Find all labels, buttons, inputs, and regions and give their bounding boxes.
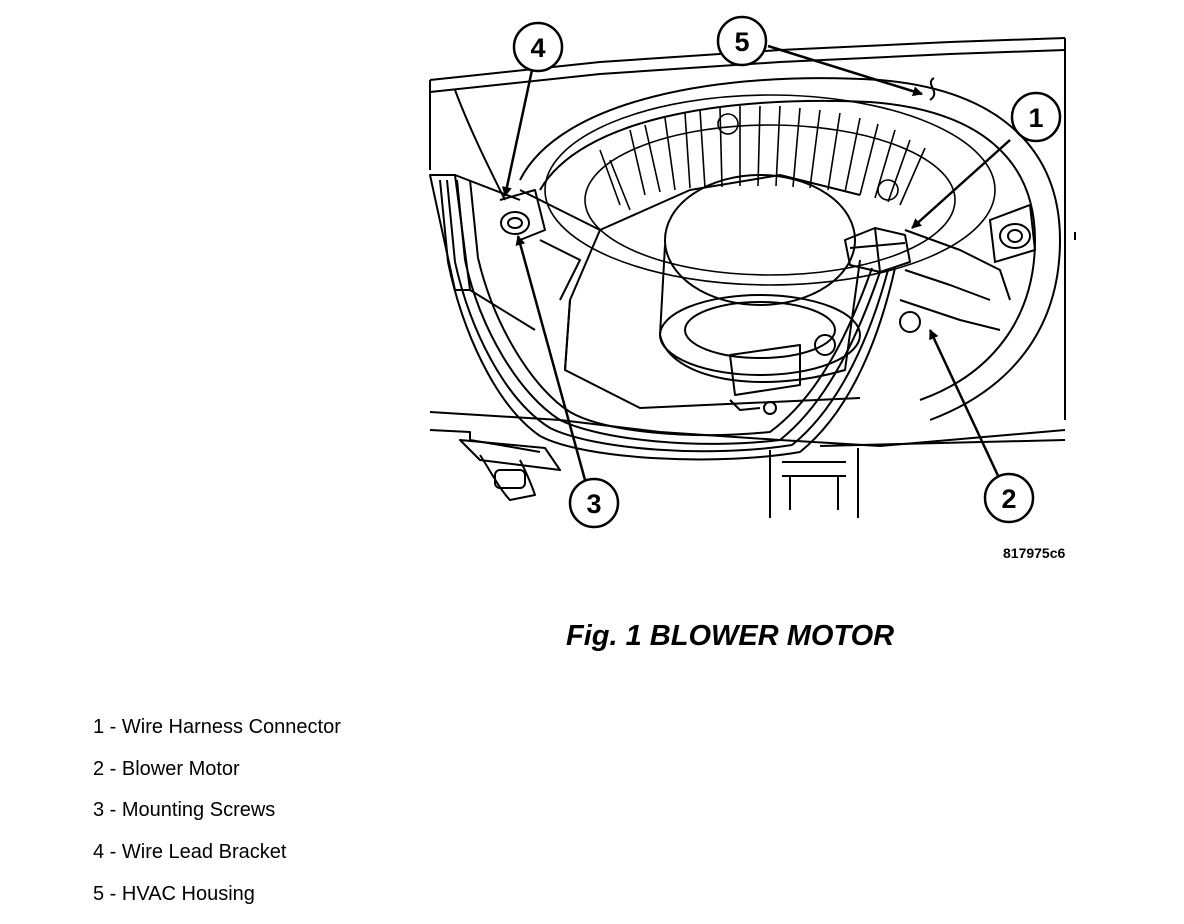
figure-code: 817975c6 [1003, 545, 1066, 561]
hvac-housing-drawing [429, 37, 1076, 518]
callout-number: 2 [1001, 484, 1016, 514]
leader-line-5 [767, 44, 923, 97]
legend-list: 1 - Wire Harness Connector 2 - Blower Mo… [93, 713, 341, 921]
leader-line-2 [928, 329, 1002, 481]
callout-2: 2 [983, 472, 1035, 524]
fan-wheel-drawing [544, 94, 996, 286]
callout-number: 1 [1028, 103, 1043, 133]
leader-lines [501, 44, 1011, 481]
hvac-housing-mark [929, 77, 936, 101]
callout-number: 4 [530, 33, 545, 63]
leader-line-4 [501, 69, 534, 197]
figure-caption: Fig. 1 BLOWER MOTOR [566, 620, 895, 652]
legend-item: 5 - HVAC Housing [93, 882, 255, 905]
mounting-screws-drawing [500, 203, 1037, 264]
callout-number: 5 [734, 27, 749, 57]
blower-motor-drawing [519, 174, 1011, 415]
callout-number: 3 [586, 489, 601, 519]
legend-item: 2 - Blower Motor [93, 757, 240, 780]
callout-4: 4 [512, 21, 564, 73]
callout-3: 3 [568, 477, 620, 529]
legend-item: 4 - Wire Lead Bracket [93, 841, 287, 864]
callout-1: 1 [1010, 91, 1062, 143]
legend-item: 3 - Mounting Screws [93, 799, 276, 822]
callout-5: 5 [716, 15, 768, 67]
wire-harness-drawing [439, 179, 911, 461]
leader-line-1 [911, 139, 1011, 229]
leader-line-3 [515, 235, 587, 481]
legend-item: 1 - Wire Harness Connector [93, 716, 341, 738]
